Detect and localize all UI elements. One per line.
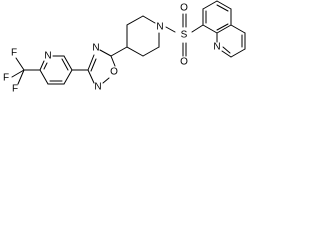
bond-pyr-n-c6 bbox=[39, 60, 45, 71]
atom-oxadiazole-o: O bbox=[110, 67, 118, 78]
bond-oxa-pip bbox=[110, 46, 128, 57]
bond-pip-c4-c3 bbox=[126, 46, 144, 57]
atom-quinoline-n: N bbox=[213, 42, 220, 53]
bond-pyr-n-c6-double bbox=[43, 62, 48, 70]
bond-q-c6-c5-double bbox=[216, 4, 229, 12]
bond-oxa-c5-o1 bbox=[110, 55, 116, 67]
atom-piperidine-n: N bbox=[156, 22, 163, 33]
bond-oxa-c3-n4 bbox=[87, 54, 95, 71]
bond-pyr-c3-c2 bbox=[63, 55, 73, 71]
bonds bbox=[11, 0, 246, 85]
bond-q-c4-c4a bbox=[230, 24, 246, 34]
atom-sulfonyl-o-bottom: O bbox=[180, 57, 188, 68]
bond-q-n1-c2-double bbox=[222, 46, 231, 54]
atom-sulfonyl-s: S bbox=[181, 30, 188, 41]
bond-pip-n-c6 bbox=[142, 15, 156, 24]
atom-pyridine-n: N bbox=[44, 51, 51, 62]
atom-oxadiazole-n-bottom: N bbox=[94, 82, 101, 93]
atom-f-bottom: F bbox=[12, 84, 18, 95]
bond-oxa-n2-c3 bbox=[87, 69, 95, 84]
bond-pyr-c4-c3 bbox=[63, 69, 73, 85]
bond-oxa-o1-n2 bbox=[102, 77, 110, 84]
bond-oxa-n4-c5 bbox=[99, 49, 112, 57]
molecule-structure: F F F N N O N N S O O N bbox=[3, 0, 246, 95]
bond-s-quin bbox=[191, 24, 204, 33]
bond-n-s bbox=[165, 26, 176, 33]
bond-pip-c3-c2 bbox=[142, 46, 160, 57]
atom-oxadiazole-n-top: N bbox=[92, 43, 99, 54]
bond-q-c4a-c8a bbox=[216, 24, 232, 34]
bond-pyr-c6-c5 bbox=[39, 69, 49, 85]
bond-pyr-c3-c2-double bbox=[61, 58, 69, 71]
bond-cf3-f2 bbox=[11, 69, 25, 78]
bond-q-c7-c6 bbox=[202, 0, 218, 10]
bond-cf3-f1 bbox=[15, 57, 25, 71]
bond-cf3-f3 bbox=[17, 69, 25, 85]
bond-q-c2-c3 bbox=[230, 48, 246, 58]
atom-f-left: F bbox=[3, 73, 9, 84]
bond-q-n1-c2 bbox=[221, 50, 232, 58]
atom-sulfonyl-o-top: O bbox=[180, 3, 188, 14]
atom-f-top: F bbox=[11, 48, 17, 59]
bond-q-c8a-c8 bbox=[202, 24, 218, 34]
bond-q-c6-c5 bbox=[216, 0, 232, 10]
bond-pip-c6-c5 bbox=[126, 15, 144, 26]
bond-oxa-c3-n4-double bbox=[90, 58, 97, 72]
atom-labels: F F F N N O N N S O O N bbox=[3, 3, 221, 95]
bond-q-c4a-c8a-double bbox=[216, 23, 229, 31]
